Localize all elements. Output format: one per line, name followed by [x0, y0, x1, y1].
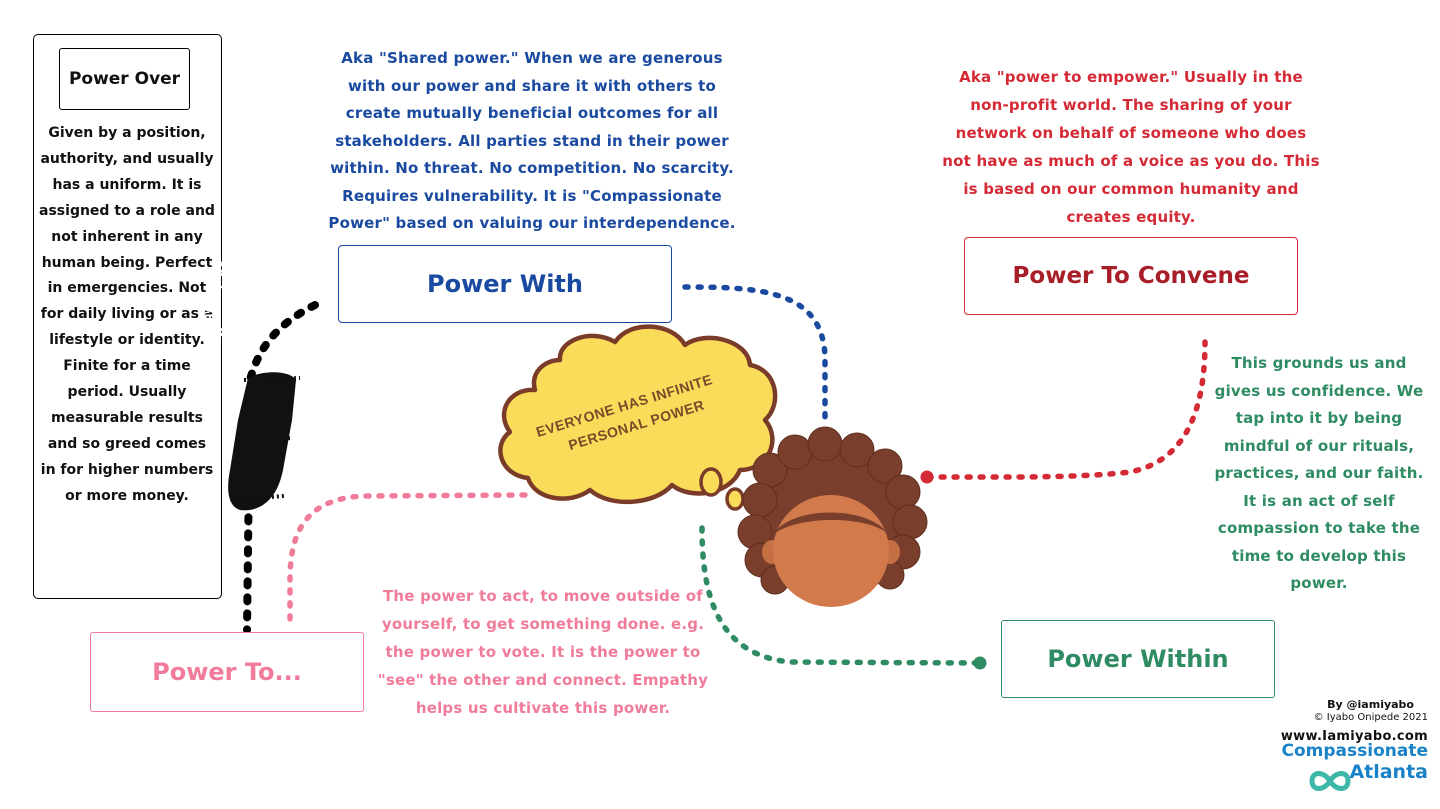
power-to-convene-label: Power To Convene — [1012, 263, 1250, 289]
power-to-convene-box: Power To Convene — [964, 237, 1298, 315]
power-over-description: Given by a position, authority, and usua… — [39, 125, 215, 504]
power-to-label: Power To... — [152, 658, 302, 686]
power-within-connector-dot — [973, 656, 987, 670]
abuse-brush-stroke — [228, 372, 296, 511]
credit-website: www.Iamiyabo.com — [1280, 729, 1428, 744]
power-over-panel: Power Over Given by a position, authorit… — [33, 34, 222, 599]
power-within-connector — [699, 525, 981, 666]
credit-by: By @iamiyabo — [1327, 698, 1414, 711]
power-within-description: This grounds us and gives us confidence.… — [1214, 354, 1424, 592]
brand-name-line-2: Atlanta — [1349, 761, 1428, 783]
brand-row: Atlanta — [1278, 761, 1428, 783]
thought-bubble-dot-medium — [725, 487, 745, 511]
power-to-convene-description: Aka "power to empower." Usually in the n… — [942, 68, 1320, 226]
power-over-title: Power Over — [59, 48, 190, 110]
brand-name-line-1: Compassionate — [1281, 741, 1428, 761]
power-to-convene-connector — [925, 339, 1208, 480]
credit-copyright: © Iyabo Onipede 2021 — [1313, 712, 1428, 723]
power-with-label: Power With — [427, 270, 583, 298]
person-face — [773, 495, 889, 607]
thought-bubble-cloud — [498, 324, 778, 505]
person-head-icon — [737, 426, 928, 607]
power-within-box: Power Within — [1001, 620, 1275, 698]
abuse-brush-texture — [231, 376, 301, 502]
power-to-connector — [287, 492, 528, 631]
power-to-description: The power to act, to move outside of you… — [377, 587, 709, 717]
power-with-box: Power With — [338, 245, 672, 323]
thought-bubble-dot-large — [699, 467, 723, 497]
power-within-label: Power Within — [1047, 645, 1229, 673]
power-to-convene-connector-dot — [920, 470, 934, 484]
credit-block: By @iamiyabo © Iyabo Onipede 2021 www.Ia… — [1278, 698, 1428, 783]
thought-bubble: EVERYONE HAS INFINITE PERSONAL POWER — [498, 324, 778, 513]
infinity-logo-icon — [1309, 771, 1351, 791]
power-with-connector — [682, 284, 828, 428]
power-with-description: Aka "Shared power." When we are generous… — [328, 49, 736, 232]
power-to-box: Power To... — [90, 632, 364, 712]
